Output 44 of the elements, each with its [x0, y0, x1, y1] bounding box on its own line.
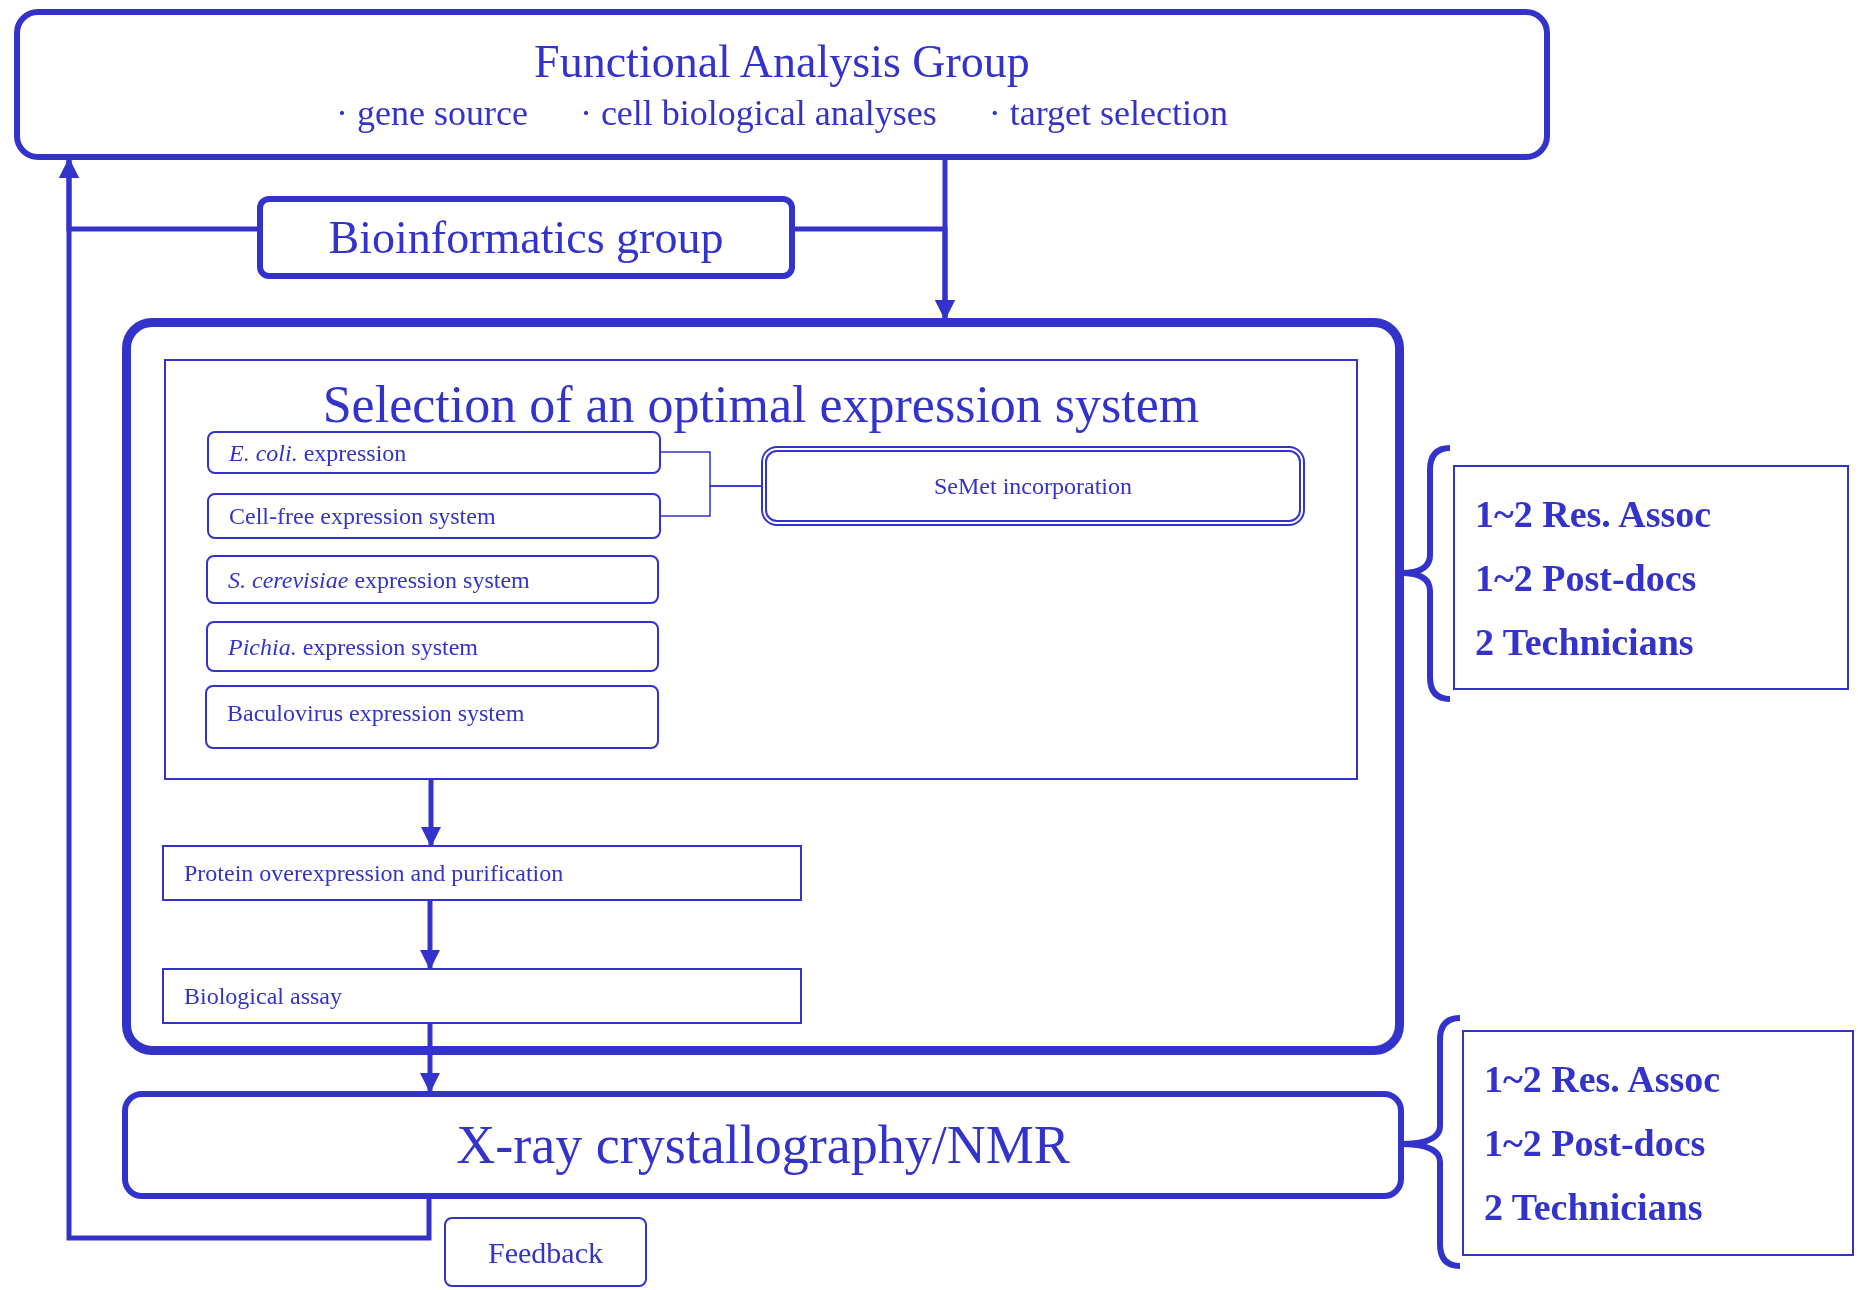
- arrow: [59, 158, 432, 1241]
- option-box: [206, 555, 659, 604]
- staff-box: [1462, 1030, 1854, 1256]
- bullet-item: · cell biological analyses: [579, 91, 937, 135]
- staff-line: 1~2 Post-docs: [1475, 558, 1698, 597]
- option-box: [206, 621, 659, 672]
- group-title: Functional Analysis Group: [534, 35, 1030, 90]
- connector-line: [660, 485, 762, 517]
- arrow: [421, 780, 441, 847]
- step-box: [162, 968, 802, 1024]
- bullet-item: · target selection: [988, 91, 1228, 135]
- arrow: [420, 901, 440, 970]
- selection-panel: [164, 359, 1358, 780]
- step-box: [162, 845, 802, 901]
- option-label: Baculovirus expression system: [227, 699, 525, 728]
- step-label: Biological assay: [184, 982, 342, 1011]
- option-box: [207, 431, 661, 474]
- staff-line: 2 Technicians: [1475, 622, 1695, 661]
- feedback-box: [444, 1217, 647, 1287]
- option-label: Cell-free expression system: [229, 502, 496, 531]
- staff-box: [1453, 465, 1849, 690]
- option-label: E. coli. expression: [229, 438, 407, 468]
- group-box: [257, 196, 795, 279]
- staff-line: 2 Technicians: [1484, 1188, 1704, 1226]
- option-box: [205, 685, 659, 749]
- staff-line: 1~2 Post-docs: [1484, 1124, 1707, 1162]
- bullet-item: · gene source: [336, 91, 528, 135]
- option-label: SeMet incorporation: [934, 472, 1132, 501]
- arrow: [420, 1024, 440, 1093]
- group-box: [14, 9, 1550, 160]
- option-box: [761, 446, 1305, 526]
- step-label: Protein overexpression and purification: [184, 859, 564, 888]
- staff-line: 1~2 Res. Assoc: [1475, 494, 1713, 533]
- group-title: Bioinformatics group: [328, 211, 724, 265]
- feedback-label: Feedback: [488, 1234, 603, 1271]
- group-box: [122, 1091, 1404, 1199]
- group-title: X-ray crystallography/NMR: [456, 1113, 1070, 1177]
- arrow: [795, 226, 955, 320]
- option-label: S. cerevisiae expression system: [228, 565, 530, 595]
- option-box: [207, 493, 661, 539]
- option-label: Pichia. expression system: [228, 632, 478, 662]
- panel-title: Selection of an optimal expression system: [321, 379, 1201, 431]
- staff-line: 1~2 Res. Assoc: [1484, 1060, 1722, 1098]
- workflow-panel: [122, 318, 1404, 1055]
